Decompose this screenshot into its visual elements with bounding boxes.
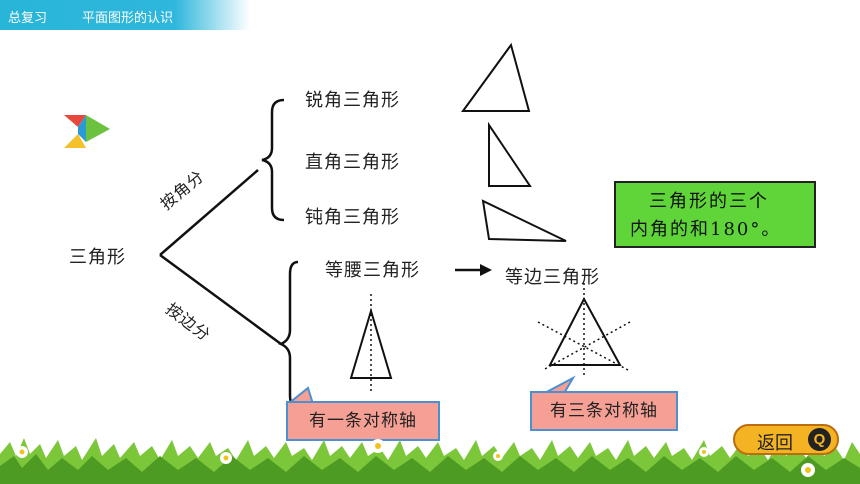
root-label: 三角形 xyxy=(69,247,126,268)
angle-brace xyxy=(261,98,285,222)
equilateral-axes-bubble: 有三条对称轴 xyxy=(530,391,678,431)
header-unit: 总复习 xyxy=(8,10,48,25)
equilateral-triangle xyxy=(548,296,622,366)
note-line-2: 内角的和180°。 xyxy=(630,219,782,240)
search-icon: Q xyxy=(808,428,831,451)
equilateral-label: 等边三角形 xyxy=(505,267,600,288)
arrow-head-icon xyxy=(480,264,492,276)
side-brace xyxy=(277,260,299,410)
isosceles-axes-bubble: 有一条对称轴 xyxy=(286,401,440,441)
right-label: 直角三角形 xyxy=(305,152,400,173)
back-button-label: 返回 xyxy=(757,433,793,453)
header-topic: 平面图形的认识 xyxy=(82,10,174,25)
right-triangle xyxy=(488,121,532,187)
obtuse-label: 钝角三角形 xyxy=(305,207,400,228)
logo-icon xyxy=(64,115,110,148)
equilateral-axis-3 xyxy=(542,321,631,371)
equilateral-axis-2 xyxy=(537,321,629,371)
isosceles-label: 等腰三角形 xyxy=(325,260,420,281)
header-bar: 总复习 平面图形的认识 xyxy=(0,0,250,30)
back-button[interactable]: 返回 Q xyxy=(733,424,839,455)
acute-triangle xyxy=(461,42,531,112)
branch-line-angle xyxy=(159,169,259,256)
acute-label: 锐角三角形 xyxy=(305,90,400,111)
obtuse-triangle xyxy=(481,199,567,242)
branch-line-side xyxy=(159,253,282,346)
isosceles-triangle xyxy=(349,307,393,379)
grass-decoration xyxy=(0,438,860,484)
angle-sum-note: 三角形的三个 内角的和180°。 xyxy=(614,181,816,248)
note-line-1: 三角形的三个 xyxy=(649,191,769,212)
